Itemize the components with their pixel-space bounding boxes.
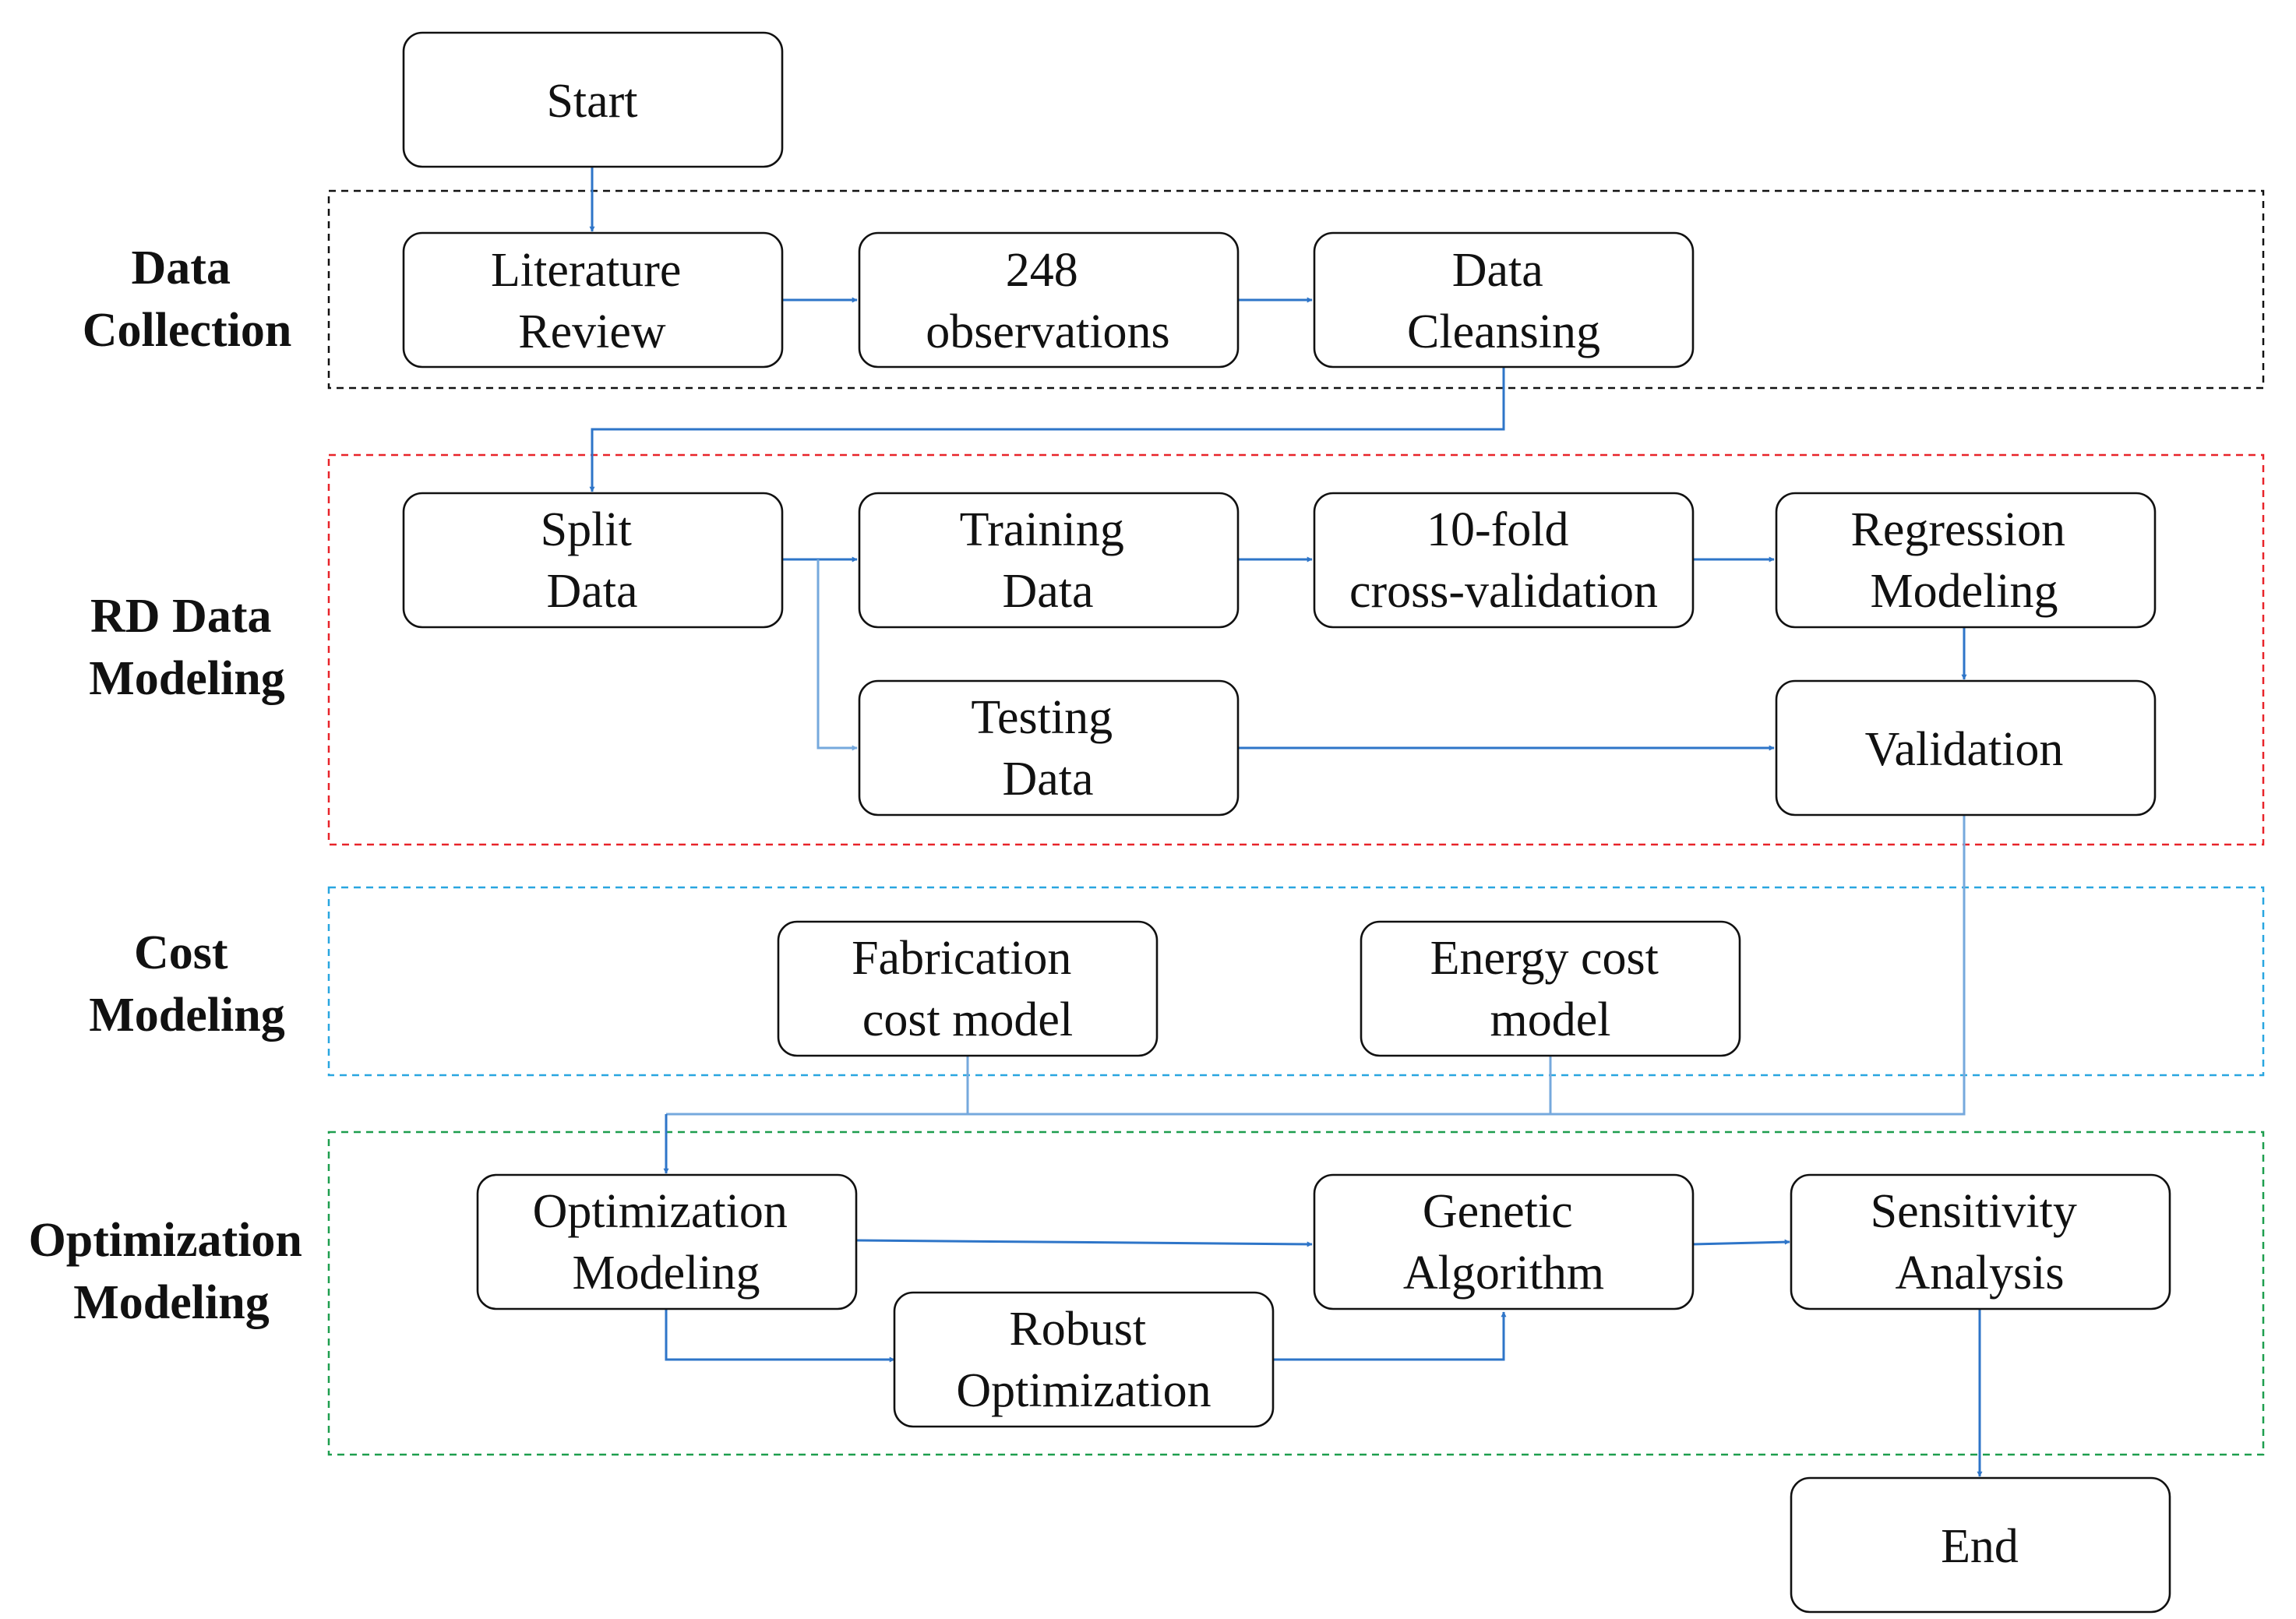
svg-text:248 observations: 248 observations [926,244,1169,358]
section-label-data-collection: Data Collection [83,242,292,357]
svg-text:Start: Start [546,75,637,128]
arrow-cleansing-to-split [589,367,1505,492]
svg-text:Robust Optimization: Robust Optimization [956,1303,1211,1417]
node-observations: 248 observations [858,231,1240,369]
svg-text:Regression Modeling: Regression Modeling [1850,503,2077,618]
section-frame-cost-modeling [327,886,2265,1077]
node-genetic-algorithm: Genetic Algorithm [1313,1173,1695,1310]
svg-text:Optimization Modeling: Optimization Modeling [533,1185,800,1300]
svg-text:Training Data: Training Data [960,503,1137,618]
svg-text:10-fold cross-validation: 10-fold cross-validation [1349,503,1658,618]
section-label-cost-modeling: Cost Modeling [89,926,284,1042]
section-frame-rd-modeling [327,453,2265,846]
node-start: Start [402,31,784,168]
svg-text:Split Data: Split Data [541,503,644,618]
node-fabrication-cost-model: Fabrication cost model [777,920,1159,1057]
node-data-cleansing: Data Cleansing [1313,231,1695,369]
node-sensitivity-analysis: Sensitivity Analysis [1790,1173,2171,1310]
svg-text:End: End [1941,1520,2019,1573]
svg-text:Data Cleansing: Data Cleansing [1407,244,1600,358]
node-testing-data: Testing Data [858,679,1240,817]
node-training-data: Training Data [858,492,1240,629]
svg-text:Sensitivity Analysis: Sensitivity Analysis [1871,1185,2090,1300]
section-frame-data-collection [327,189,2265,390]
section-frame-optimization [327,1130,2265,1456]
arrow-robust-to-genetic [1273,1311,1507,1361]
svg-text:Literature Review: Literature Review [491,244,693,358]
svg-text:Energy cost model: Energy cost model [1430,932,1671,1046]
section-label-optimization: Optimization Modeling [29,1214,315,1329]
connectors [589,167,1983,1477]
node-literature-review: Literature Review [402,231,784,369]
svg-text:Testing Data: Testing Data [971,691,1124,806]
node-robust-optimization: Robust Optimization [893,1291,1275,1428]
arrow-genetic-to-sensitivity [1692,1239,1790,1246]
section-label-rd-modeling: RD Data Modeling [89,590,284,705]
node-split-data: Split Data [402,492,784,629]
arrow-split-to-testing [816,559,858,751]
node-end: End [1790,1476,2171,1614]
arrow-optimization-to-genetic [855,1239,1313,1247]
arrow-optimization-to-robust [665,1309,895,1363]
node-regression-modeling: Regression Modeling [1775,492,2157,629]
svg-text:Genetic Algorithm: Genetic Algorithm [1403,1185,1604,1300]
svg-text:Fabrication cost model: Fabrication cost model [852,932,1084,1046]
line-validation-down [666,815,1966,1116]
node-validation: Validation [1775,679,2157,817]
svg-text:Validation: Validation [1865,723,2064,776]
node-optimization-modeling: Optimization Modeling [476,1173,858,1310]
node-cross-validation: 10-fold cross-validation [1313,492,1695,629]
node-energy-cost-model: Energy cost model [1360,920,1741,1057]
